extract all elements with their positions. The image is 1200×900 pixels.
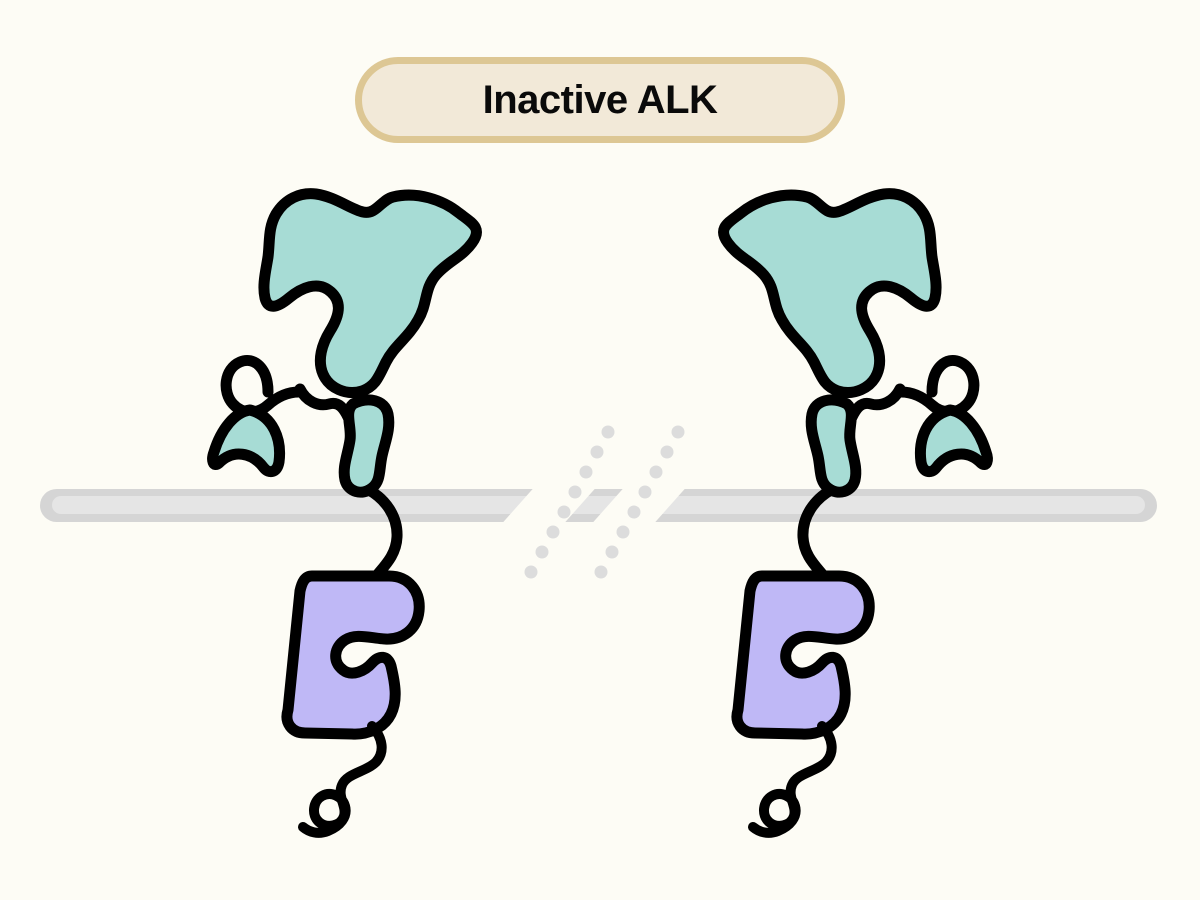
receptor-right-ectodomain-group [718,188,993,588]
ligand-binding-lobe [338,394,395,498]
membrane-break [524,425,685,579]
plasma-membrane [40,483,1157,528]
title-badge-label: Inactive ALK [482,78,718,122]
c-terminal-tail [298,721,387,838]
extracellular-domain [258,188,482,398]
receptor-left [207,188,482,838]
receptor-right [718,188,993,838]
kinase-domain [731,570,875,740]
receptor-right-intracellular-group [731,570,875,838]
kinase-domain [281,570,425,740]
glycan-loop-icon [220,355,305,418]
ligand-binding-lobe [805,394,862,498]
title-badge: Inactive ALK [355,57,845,143]
glycan-leaf-icon [914,404,993,478]
extracellular-domain [718,188,942,398]
glycan-loop-icon [895,355,980,418]
glycan-leaf-icon [207,404,286,478]
c-terminal-tail [748,721,837,838]
